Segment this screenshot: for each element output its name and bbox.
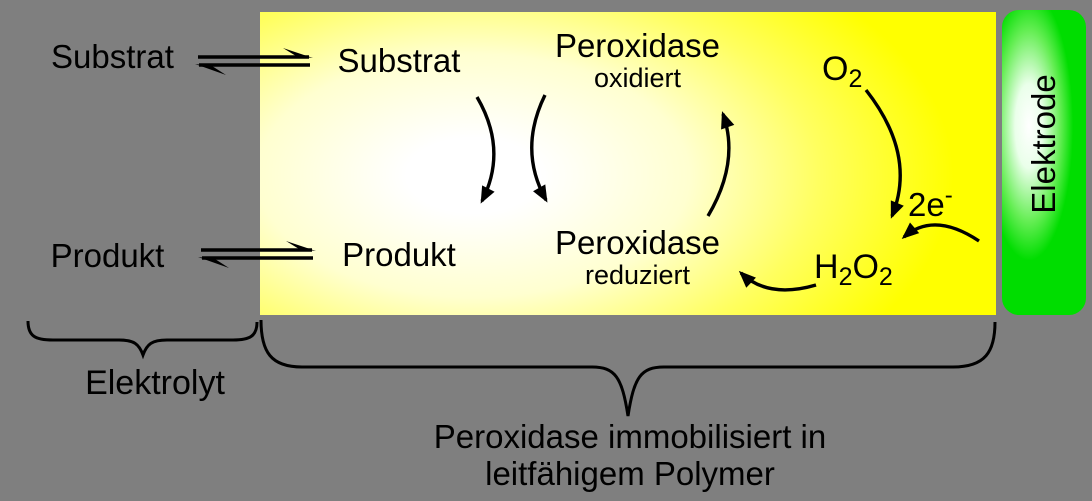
polymer-caption-line2: leitfähigem Polymer (485, 454, 775, 492)
produkt-outer-label: Produkt (50, 237, 165, 274)
substrat-outer-label: Substrat (51, 38, 174, 75)
o2-label: O2 (822, 50, 863, 93)
peroxidase-reduziert-state: reduziert (584, 259, 691, 290)
brace-elektrolyt-icon (26, 320, 259, 360)
peroxidase-oxidiert-name: Peroxidase (554, 27, 721, 64)
polymer-caption: Peroxidase immobilisiert in leitfähigem … (420, 418, 840, 493)
substrat-inner-label: Substrat (337, 42, 461, 79)
elektrolyt-label: Elektrolyt (85, 364, 225, 402)
electrons-label: 2e- (908, 182, 953, 223)
electrode-label: Elektrode (1025, 74, 1062, 214)
peroxidase-oxidiert-label: Peroxidase oxidiert (545, 27, 730, 93)
peroxidase-oxidiert-state: oxidiert (593, 62, 682, 93)
polymer-caption-line1: Peroxidase immobilisiert in (433, 418, 827, 455)
peroxidase-reduziert-label: Peroxidase reduziert (545, 224, 730, 290)
brace-polymer-icon (259, 319, 997, 417)
electrode-bar: Elektrode (1002, 10, 1086, 315)
h2o2-label: H2O2 (814, 248, 893, 291)
peroxidase-reduziert-name: Peroxidase (554, 224, 721, 261)
produkt-inner-label: Produkt (342, 236, 456, 273)
